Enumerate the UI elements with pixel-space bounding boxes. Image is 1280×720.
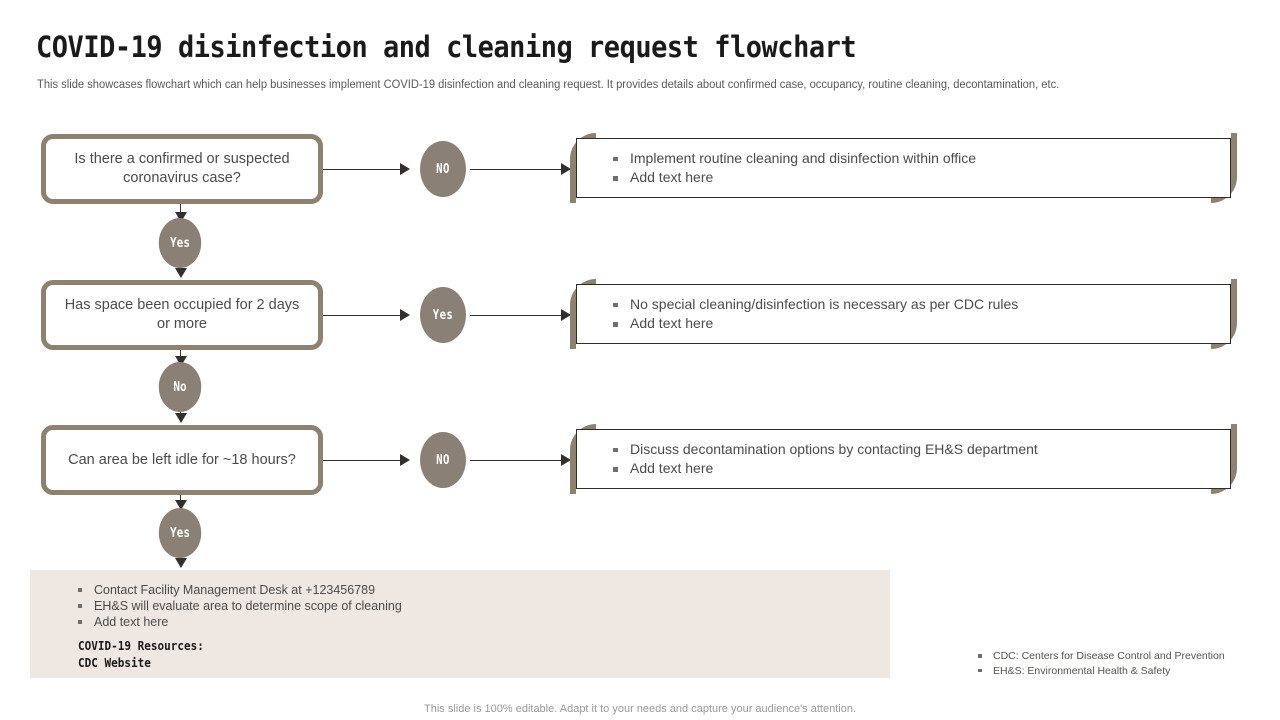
cdc-website-link[interactable]: CDC Website [78,655,151,670]
flow-row-2: Has space been occupied for 2 days or mo… [0,279,1280,352]
list-item: Add text here [613,168,1230,188]
panel-band-left [570,279,596,349]
list-item: Add text here [613,459,1230,479]
list-item: Add text here [78,614,890,630]
flow-row-1: Is there a confirmed or suspected corona… [0,133,1280,206]
connector-arrow-2b [561,309,571,321]
branch-badge-3[interactable]: NO [420,432,466,488]
resources-heading: COVID-19 Resources: [78,638,204,653]
legend-list: CDC: Centers for Disease Control and Pre… [978,649,1268,678]
list-item: Contact Facility Management Desk at +123… [78,582,890,598]
flow-row-3: Can area be left idle for ~18 hours? NO … [0,424,1280,497]
list-item: CDC: Centers for Disease Control and Pre… [978,649,1268,664]
decision-box-3[interactable]: Can area be left idle for ~18 hours? [41,425,323,495]
v-arrow-2a [174,356,187,366]
result-panel-2[interactable]: No special cleaning/disinfection is nece… [570,279,1237,349]
connector-arrow-2a [400,309,410,321]
branch-badge-1[interactable]: NO [420,141,466,197]
v-arrow-1b [174,268,187,278]
summary-list: Contact Facility Management Desk at +123… [78,582,890,630]
summary-panel[interactable]: Contact Facility Management Desk at +123… [30,570,890,678]
v-arrow-1a [174,212,187,222]
list-item: Discuss decontamination options by conta… [613,440,1230,460]
connector-line-2a [323,315,401,316]
connector-arrow-1a [400,163,410,175]
v-arrow-3a [174,500,187,510]
abbreviation-legend: CDC: Centers for Disease Control and Pre… [978,649,1268,678]
branch-badge-2[interactable]: Yes [420,287,466,343]
connector-line-2b [470,315,563,316]
result-panel-1-body: Implement routine cleaning and disinfect… [576,138,1231,198]
result-list-3: Discuss decontamination options by conta… [613,440,1230,479]
decision-box-2-label: Has space been occupied for 2 days or mo… [64,297,300,332]
list-item: Implement routine cleaning and disinfect… [613,149,1230,169]
page-title: COVID-19 disinfection and cleaning reque… [36,30,857,64]
result-list-1: Implement routine cleaning and disinfect… [613,149,1230,188]
v-line-3a [180,495,181,503]
v-line-1a [180,204,181,214]
connector-line-3b [470,460,563,461]
decision-box-2[interactable]: Has space been occupied for 2 days or mo… [41,280,323,350]
connector-line-3a [323,460,401,461]
v-line-2a [180,350,181,358]
flow-node-yes-2[interactable]: Yes [158,508,202,558]
flow-node-no-1[interactable]: No [158,362,202,412]
result-panel-1[interactable]: Implement routine cleaning and disinfect… [570,133,1237,203]
panel-band-left [570,424,596,494]
connector-arrow-3a [400,454,410,466]
footer-note: This slide is 100% editable. Adapt it to… [424,703,856,715]
connector-arrow-1b [561,163,571,175]
decision-box-1-label: Is there a confirmed or suspected corona… [74,151,290,186]
result-panel-3[interactable]: Discuss decontamination options by conta… [570,424,1237,494]
connector-line-1b [470,169,563,170]
result-list-2: No special cleaning/disinfection is nece… [613,295,1230,334]
decision-box-3-label: Can area be left idle for ~18 hours? [68,451,296,468]
list-item: EH&S: Environmental Health & Safety [978,664,1268,679]
result-panel-3-body: Discuss decontamination options by conta… [576,429,1231,489]
decision-box-1[interactable]: Is there a confirmed or suspected corona… [41,134,323,204]
panel-band-left [570,133,596,203]
list-item: EH&S will evaluate area to determine sco… [78,598,890,614]
flow-node-yes-1[interactable]: Yes [158,218,202,268]
list-item: No special cleaning/disinfection is nece… [613,295,1230,315]
page-subtitle: This slide showcases flowchart which can… [37,79,1060,91]
connector-arrow-3b [561,454,571,466]
v-arrow-3b [174,558,187,568]
connector-line-1a [323,169,401,170]
v-arrow-2b [174,413,187,423]
list-item: Add text here [613,314,1230,334]
result-panel-2-body: No special cleaning/disinfection is nece… [576,284,1231,344]
